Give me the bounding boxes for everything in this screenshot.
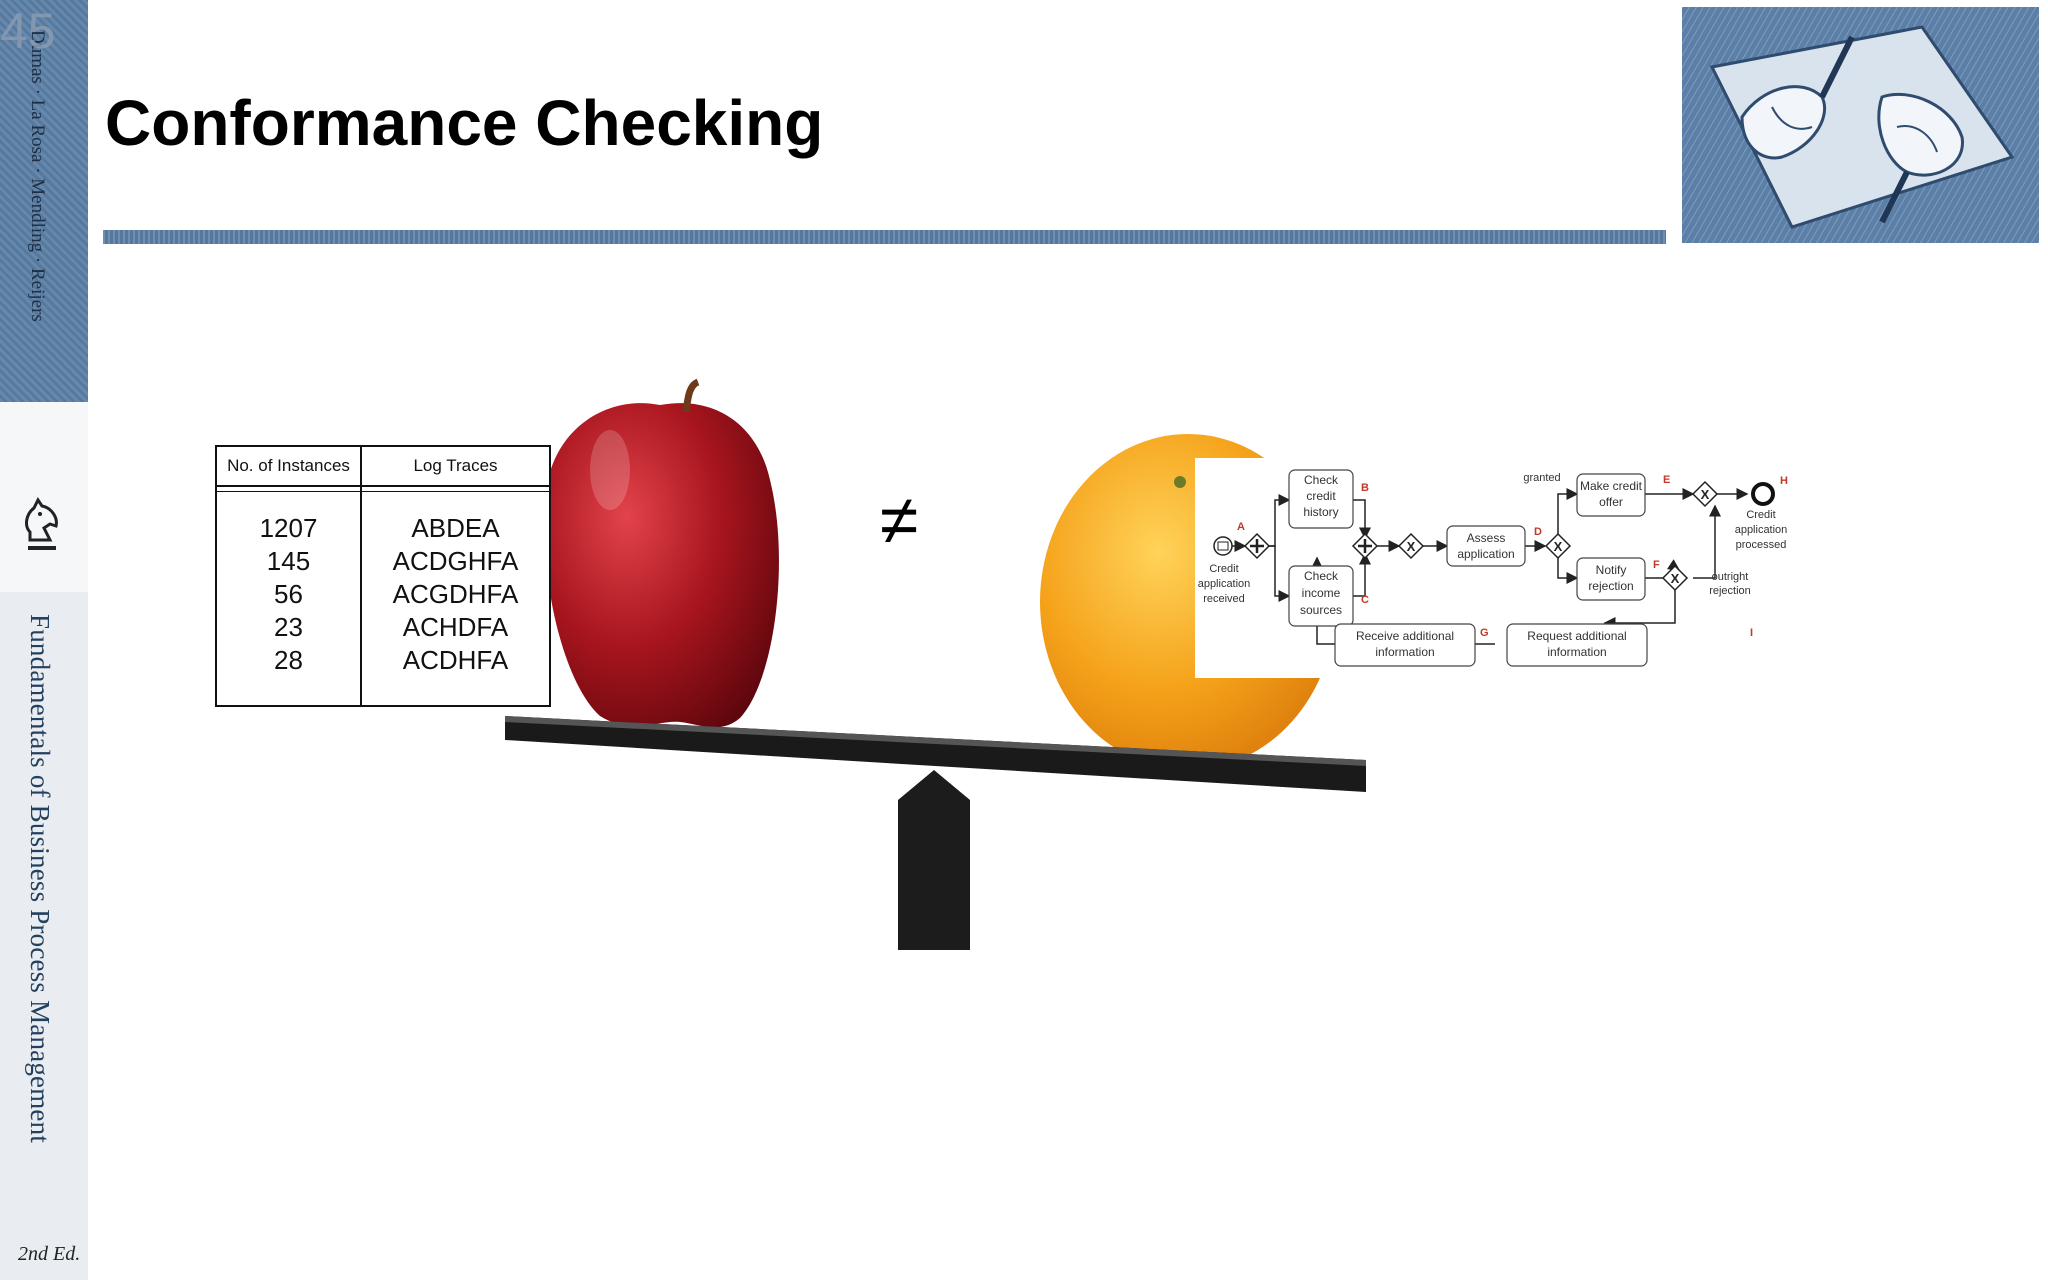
table-cell-trace: ACDGHFA xyxy=(392,546,519,576)
task-check-credit-history xyxy=(1288,469,1354,529)
balance-beam xyxy=(505,716,1366,792)
end-event xyxy=(1751,482,1775,506)
table-cell-instances: 23 xyxy=(274,612,303,642)
task-notify-rejection xyxy=(1576,557,1646,601)
sidebar-edition: 2nd Ed. xyxy=(18,1243,81,1265)
svg-text:X: X xyxy=(1671,571,1680,586)
not-equal-symbol: ≠ xyxy=(880,481,919,559)
sidebar: Dumas · La Rosa · Mendling · Reijers Fun… xyxy=(0,0,88,1280)
event-log-table: No. of Instances Log Traces 1207 145 56 … xyxy=(215,445,551,707)
svg-text:C: C xyxy=(1361,594,1369,606)
sidebar-image-band xyxy=(0,0,88,402)
fulcrum xyxy=(898,770,970,950)
sidebar-book-title: Fundamentals of Business Process Managem… xyxy=(25,614,55,1144)
table-header-instances: No. of Instances xyxy=(227,456,350,475)
svg-text:X: X xyxy=(1701,487,1710,502)
svg-text:D: D xyxy=(1534,526,1542,538)
apple-fruit xyxy=(544,403,779,728)
table-cell-instances: 145 xyxy=(266,546,311,576)
task-request-additional-information xyxy=(1506,623,1648,667)
svg-text:I: I xyxy=(1750,627,1753,639)
sidebar-authors: Dumas · La Rosa · Mendling · Reijers xyxy=(27,30,48,322)
task-make-credit-offer xyxy=(1576,473,1646,517)
drawing-hands-image xyxy=(1682,7,2039,243)
table-cell-trace: ACGDHFA xyxy=(392,579,519,609)
svg-text:X: X xyxy=(1407,539,1416,554)
table-cell-instances: 1207 xyxy=(259,513,318,543)
chess-knight-icon xyxy=(25,497,58,550)
table-cell-trace: ABDEA xyxy=(411,513,500,543)
title-underline-bar xyxy=(103,230,1666,244)
slide-title: Conformance Checking xyxy=(105,87,824,159)
slide-number: 45 xyxy=(0,3,56,59)
table-cell-trace: ACHDFA xyxy=(402,612,509,642)
svg-text:A: A xyxy=(1237,521,1245,533)
svg-text:G: G xyxy=(1480,627,1489,639)
table-cell-instances: 56 xyxy=(274,579,303,609)
svg-text:H: H xyxy=(1780,475,1788,487)
task-receive-additional-information xyxy=(1334,623,1476,667)
exclusive-gateway xyxy=(1397,480,1719,592)
svg-text:F: F xyxy=(1653,559,1660,571)
table-header-traces: Log Traces xyxy=(413,456,498,475)
table-cell-instances: 28 xyxy=(274,645,303,675)
table-cell-trace: ACDHFA xyxy=(402,645,509,675)
svg-text:B: B xyxy=(1361,482,1369,494)
sidebar-logo-area xyxy=(0,402,88,593)
svg-text:E: E xyxy=(1663,474,1670,486)
task-check-income-sources xyxy=(1288,565,1354,627)
svg-text:X: X xyxy=(1554,539,1563,554)
task-assess-application xyxy=(1446,525,1526,567)
start-event xyxy=(1213,536,1233,556)
sidebar-title-area xyxy=(0,592,88,1280)
